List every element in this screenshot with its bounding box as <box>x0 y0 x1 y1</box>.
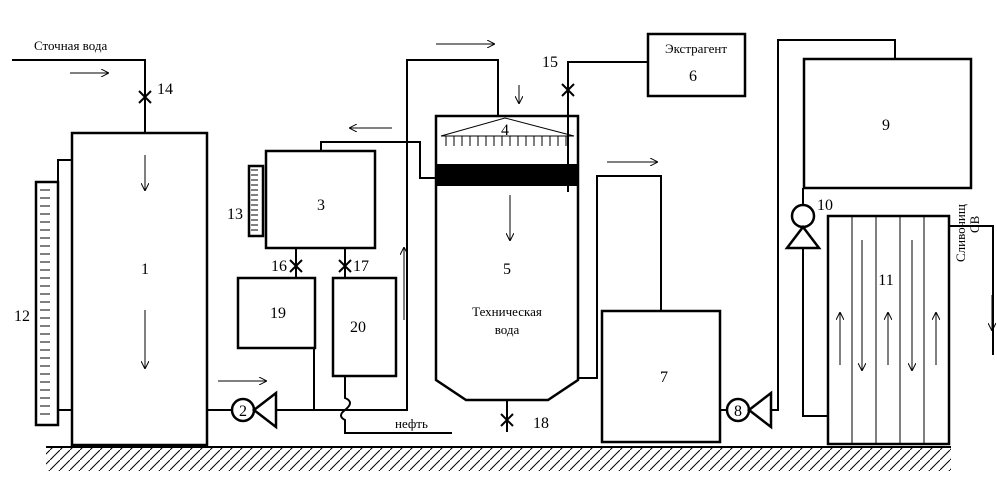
unit-15-label: 15 <box>542 54 558 71</box>
drain-label-line2: СВ <box>967 215 982 233</box>
unit-10-label: 10 <box>817 197 833 214</box>
process-water-label-line2: вода <box>495 322 520 337</box>
unit-6-extractant-tank: Экстрагент 6 <box>567 32 747 192</box>
unit-14-label: 14 <box>157 81 173 98</box>
valve-16: 16 <box>271 248 303 278</box>
unit-18-label: 18 <box>533 415 549 432</box>
unit-1-label: 1 <box>141 261 149 278</box>
unit-17-label: 17 <box>353 258 369 275</box>
unit-11-filter: 11 <box>826 214 951 446</box>
unit-6-label: 6 <box>689 68 697 85</box>
unit-9-label: 9 <box>882 117 890 134</box>
unit-19-label: 19 <box>270 305 286 322</box>
unit-7-collector-tank: 7 <box>600 309 722 444</box>
pump-10: 10 <box>784 188 833 417</box>
unit-19-tank: 19 <box>236 276 317 350</box>
wastewater-inlet: Сточная вода <box>12 38 146 133</box>
unit-12-label: 12 <box>14 308 30 325</box>
drain-outlet: Сливочищ СВ <box>949 204 993 355</box>
unit-5-label: 5 <box>503 261 511 278</box>
unit-1-settling-column: 1 <box>70 131 209 447</box>
unit-4-distributor: 4 <box>440 117 575 146</box>
unit-13-level-gauge: 13 <box>227 164 265 238</box>
unit-5-extractor: 5 Техническая вода <box>434 85 580 402</box>
unit-12-level-gauge: 12 <box>14 159 72 427</box>
unit-2-label: 2 <box>239 403 247 420</box>
unit-20-label: 20 <box>350 319 366 336</box>
process-water-label-line1: Техническая <box>472 304 542 319</box>
unit-11-label: 11 <box>878 272 893 289</box>
valve-15: 15 <box>542 54 575 97</box>
unit-4-label: 4 <box>501 122 509 139</box>
wastewater-label: Сточная вода <box>34 38 107 53</box>
unit-3-label: 3 <box>317 197 325 214</box>
oil-outlet: нефть <box>340 376 452 434</box>
unit-16-label: 16 <box>271 258 287 275</box>
valve-14: 14 <box>138 81 173 104</box>
extractant-label: Экстрагент <box>665 41 727 56</box>
oil-label: нефть <box>395 416 428 431</box>
unit-20-tank: 20 <box>331 276 398 378</box>
unit-9-tank: 9 <box>802 57 973 190</box>
valve-17: 17 <box>338 248 369 278</box>
ground-hatching <box>46 446 951 471</box>
unit-3-separator: 3 <box>264 128 436 250</box>
pump-2: 2 <box>207 381 278 430</box>
unit-13-label: 13 <box>227 206 243 223</box>
pump-8: 8 <box>720 39 896 430</box>
line-extractor-to-tank-7 <box>578 162 662 379</box>
unit-8-label: 8 <box>734 403 742 420</box>
valve-18: 18 <box>500 400 549 432</box>
drain-label-line1: Сливочищ <box>953 204 968 262</box>
unit-7-label: 7 <box>660 369 668 386</box>
